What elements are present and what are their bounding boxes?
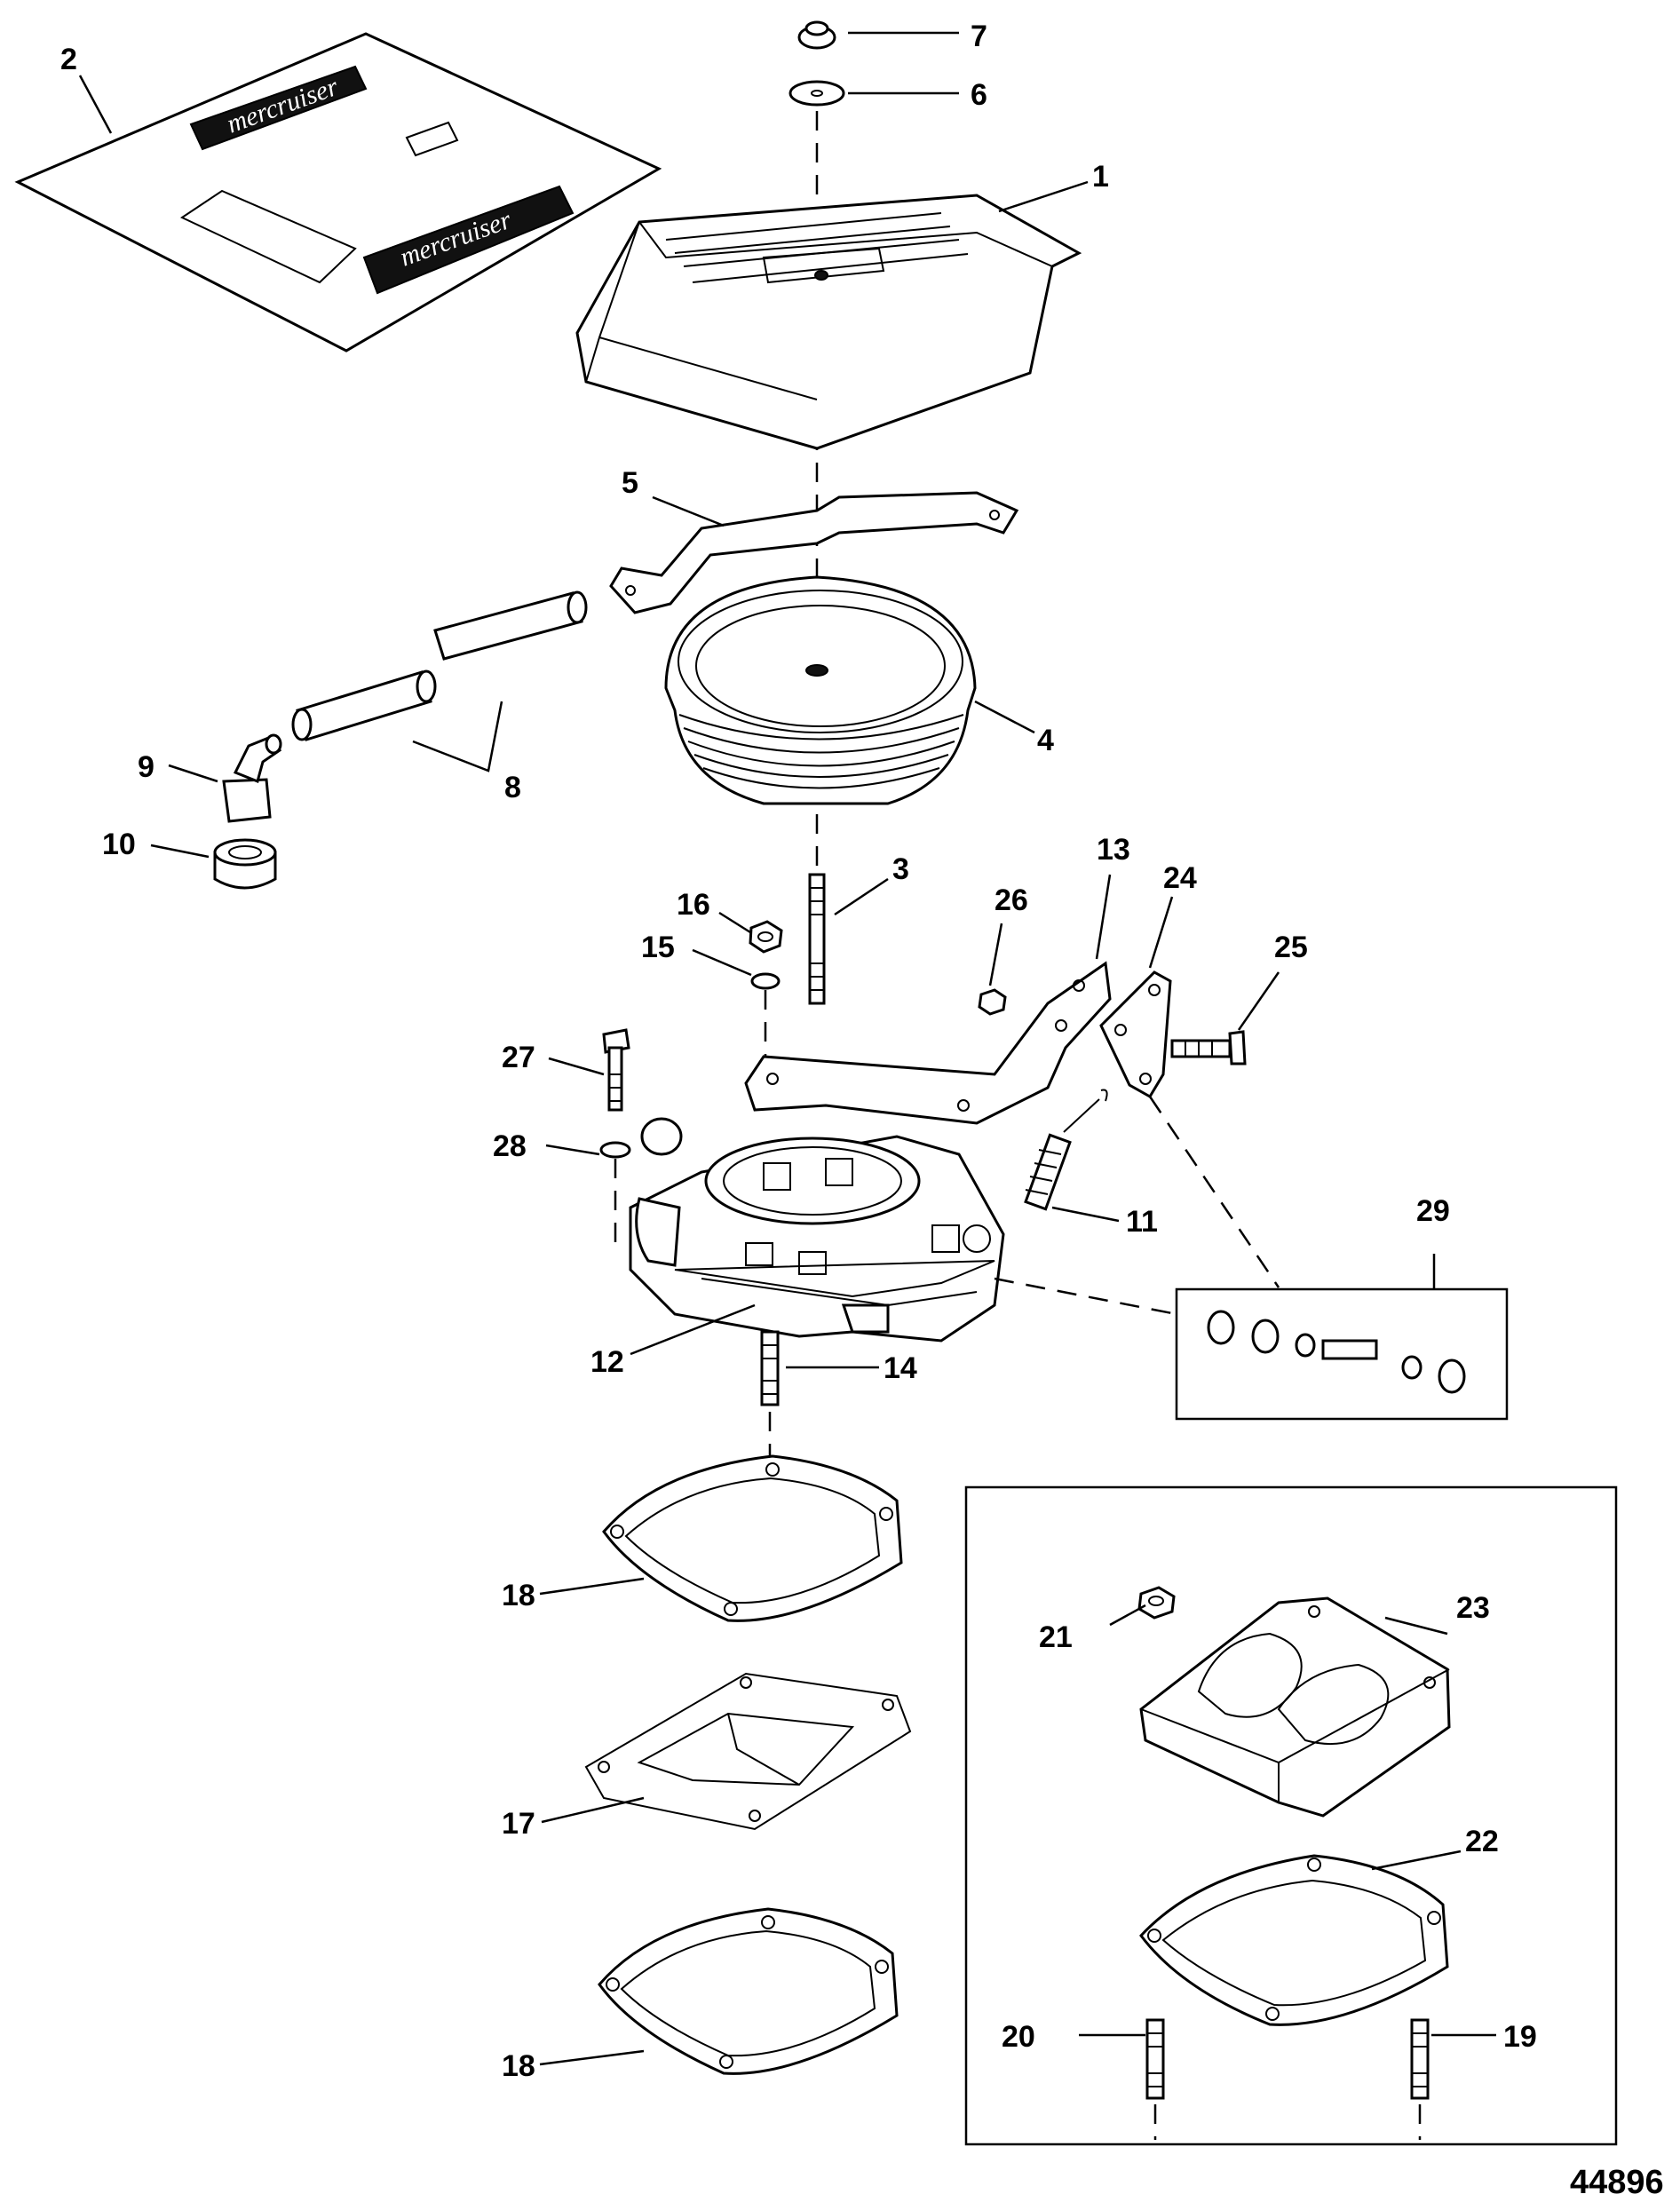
callout-14: 14 [884, 1351, 917, 1385]
callout-13: 13 [1097, 833, 1130, 867]
callout-3: 3 [892, 852, 909, 886]
cover-nut [797, 20, 836, 50]
bracket-lock-washer [750, 972, 781, 990]
fitting-kit-box [1175, 1254, 1509, 1421]
carburetor-gasket-lower [598, 1907, 899, 2075]
decal-sheet: mercruiser mercruiser [14, 32, 662, 352]
callout-labels: 2 7 6 1 5 4 9 8 10 3 13 24 26 16 15 25 2… [60, 20, 1537, 2083]
flame-arrestor [664, 575, 977, 805]
fitting-grommet [213, 838, 277, 890]
callout-21: 21 [1039, 1620, 1073, 1654]
bolt-lock-washer [599, 1141, 631, 1159]
vent-fitting [222, 733, 282, 823]
callout-20: 20 [1002, 2020, 1035, 2054]
callout-11: 11 [1126, 1205, 1158, 1239]
callout-8: 8 [504, 771, 521, 804]
callout-12: 12 [590, 1345, 624, 1379]
carburetor-bolt [602, 1028, 630, 1112]
callout-2: 2 [60, 43, 77, 76]
carburetor [629, 1117, 1005, 1343]
callout-29: 29 [1416, 1194, 1450, 1228]
callout-16: 16 [677, 888, 710, 922]
figure-number: 44896 [1570, 2164, 1664, 2201]
callout-25: 25 [1274, 931, 1308, 964]
bracket-nut [749, 920, 783, 954]
callout-7: 7 [971, 20, 987, 53]
arrestor-stud [808, 873, 826, 1005]
callout-22: 22 [1465, 1825, 1499, 1858]
callout-1: 1 [1092, 160, 1109, 194]
leader-lines [78, 31, 1496, 2066]
callout-6: 6 [971, 78, 987, 112]
callout-26: 26 [995, 883, 1028, 917]
callout-27: 27 [502, 1041, 535, 1074]
cable-plate-screw [1170, 1030, 1247, 1065]
callout-28: 28 [493, 1129, 527, 1163]
vent-hoses [291, 590, 588, 772]
callout-10: 10 [102, 828, 136, 861]
callout-15: 15 [641, 931, 675, 964]
throttle-bracket-nut [978, 988, 1007, 1016]
callout-19: 19 [1503, 2020, 1537, 2054]
heat-spacer-plate [584, 1672, 912, 1831]
carburetor-gasket-upper [602, 1454, 903, 1622]
spacer-gasket [1139, 1854, 1449, 2026]
return-spring [1024, 1089, 1108, 1211]
flame-arrestor-cover [575, 194, 1082, 450]
callout-5: 5 [622, 466, 638, 500]
callout-18-upper: 18 [502, 1579, 535, 1612]
callout-24: 24 [1163, 861, 1197, 895]
callout-9: 9 [138, 750, 155, 784]
callout-17: 17 [502, 1807, 535, 1841]
kit-parts [1207, 1310, 1466, 1394]
spacer-nut [1137, 1586, 1176, 1620]
inset-box [964, 1485, 1618, 2146]
carburetor-stud [760, 1330, 780, 1406]
cable-anchor-plate [1099, 970, 1172, 1099]
carburetor-spacer [1139, 1596, 1451, 1818]
callout-4: 4 [1037, 724, 1054, 757]
spacer-stud-left [1145, 2018, 1165, 2100]
throttle-cable-bracket [744, 961, 1112, 1125]
callout-23: 23 [1456, 1591, 1490, 1625]
callout-18-lower: 18 [502, 2049, 535, 2083]
spacer-stud-right [1410, 2018, 1430, 2100]
arrestor-bracket [609, 491, 1019, 614]
cover-washer [788, 80, 845, 107]
